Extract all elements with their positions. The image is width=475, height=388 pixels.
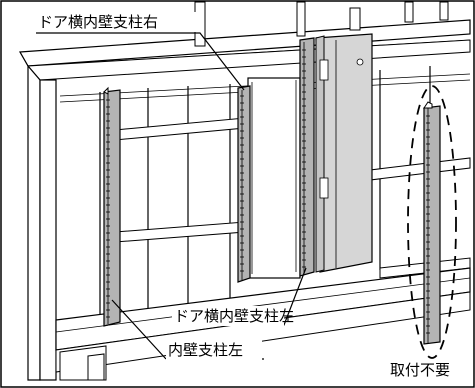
label-door-side-inner-post-right: ドア横内壁支柱右: [38, 13, 158, 31]
wall-panel: [315, 33, 373, 273]
dashed-callout-ellipse: [407, 85, 457, 359]
label-inner-wall-post-left: 内壁支柱左: [168, 341, 243, 359]
label-door-side-inner-post-left: ドア横内壁支柱左: [174, 307, 294, 325]
label-not-required: 取付不要: [390, 361, 450, 379]
left-end-post: [19, 51, 57, 381]
door-side-inner-post-left: [299, 37, 315, 277]
unrequired-post: [423, 101, 441, 345]
door-side-inner-post-right: [237, 85, 251, 283]
post-slot-marks: [106, 49, 430, 334]
inner-wall-post-left: [103, 86, 121, 327]
door-opening: [247, 77, 301, 279]
horizontal-rails: [114, 117, 471, 279]
